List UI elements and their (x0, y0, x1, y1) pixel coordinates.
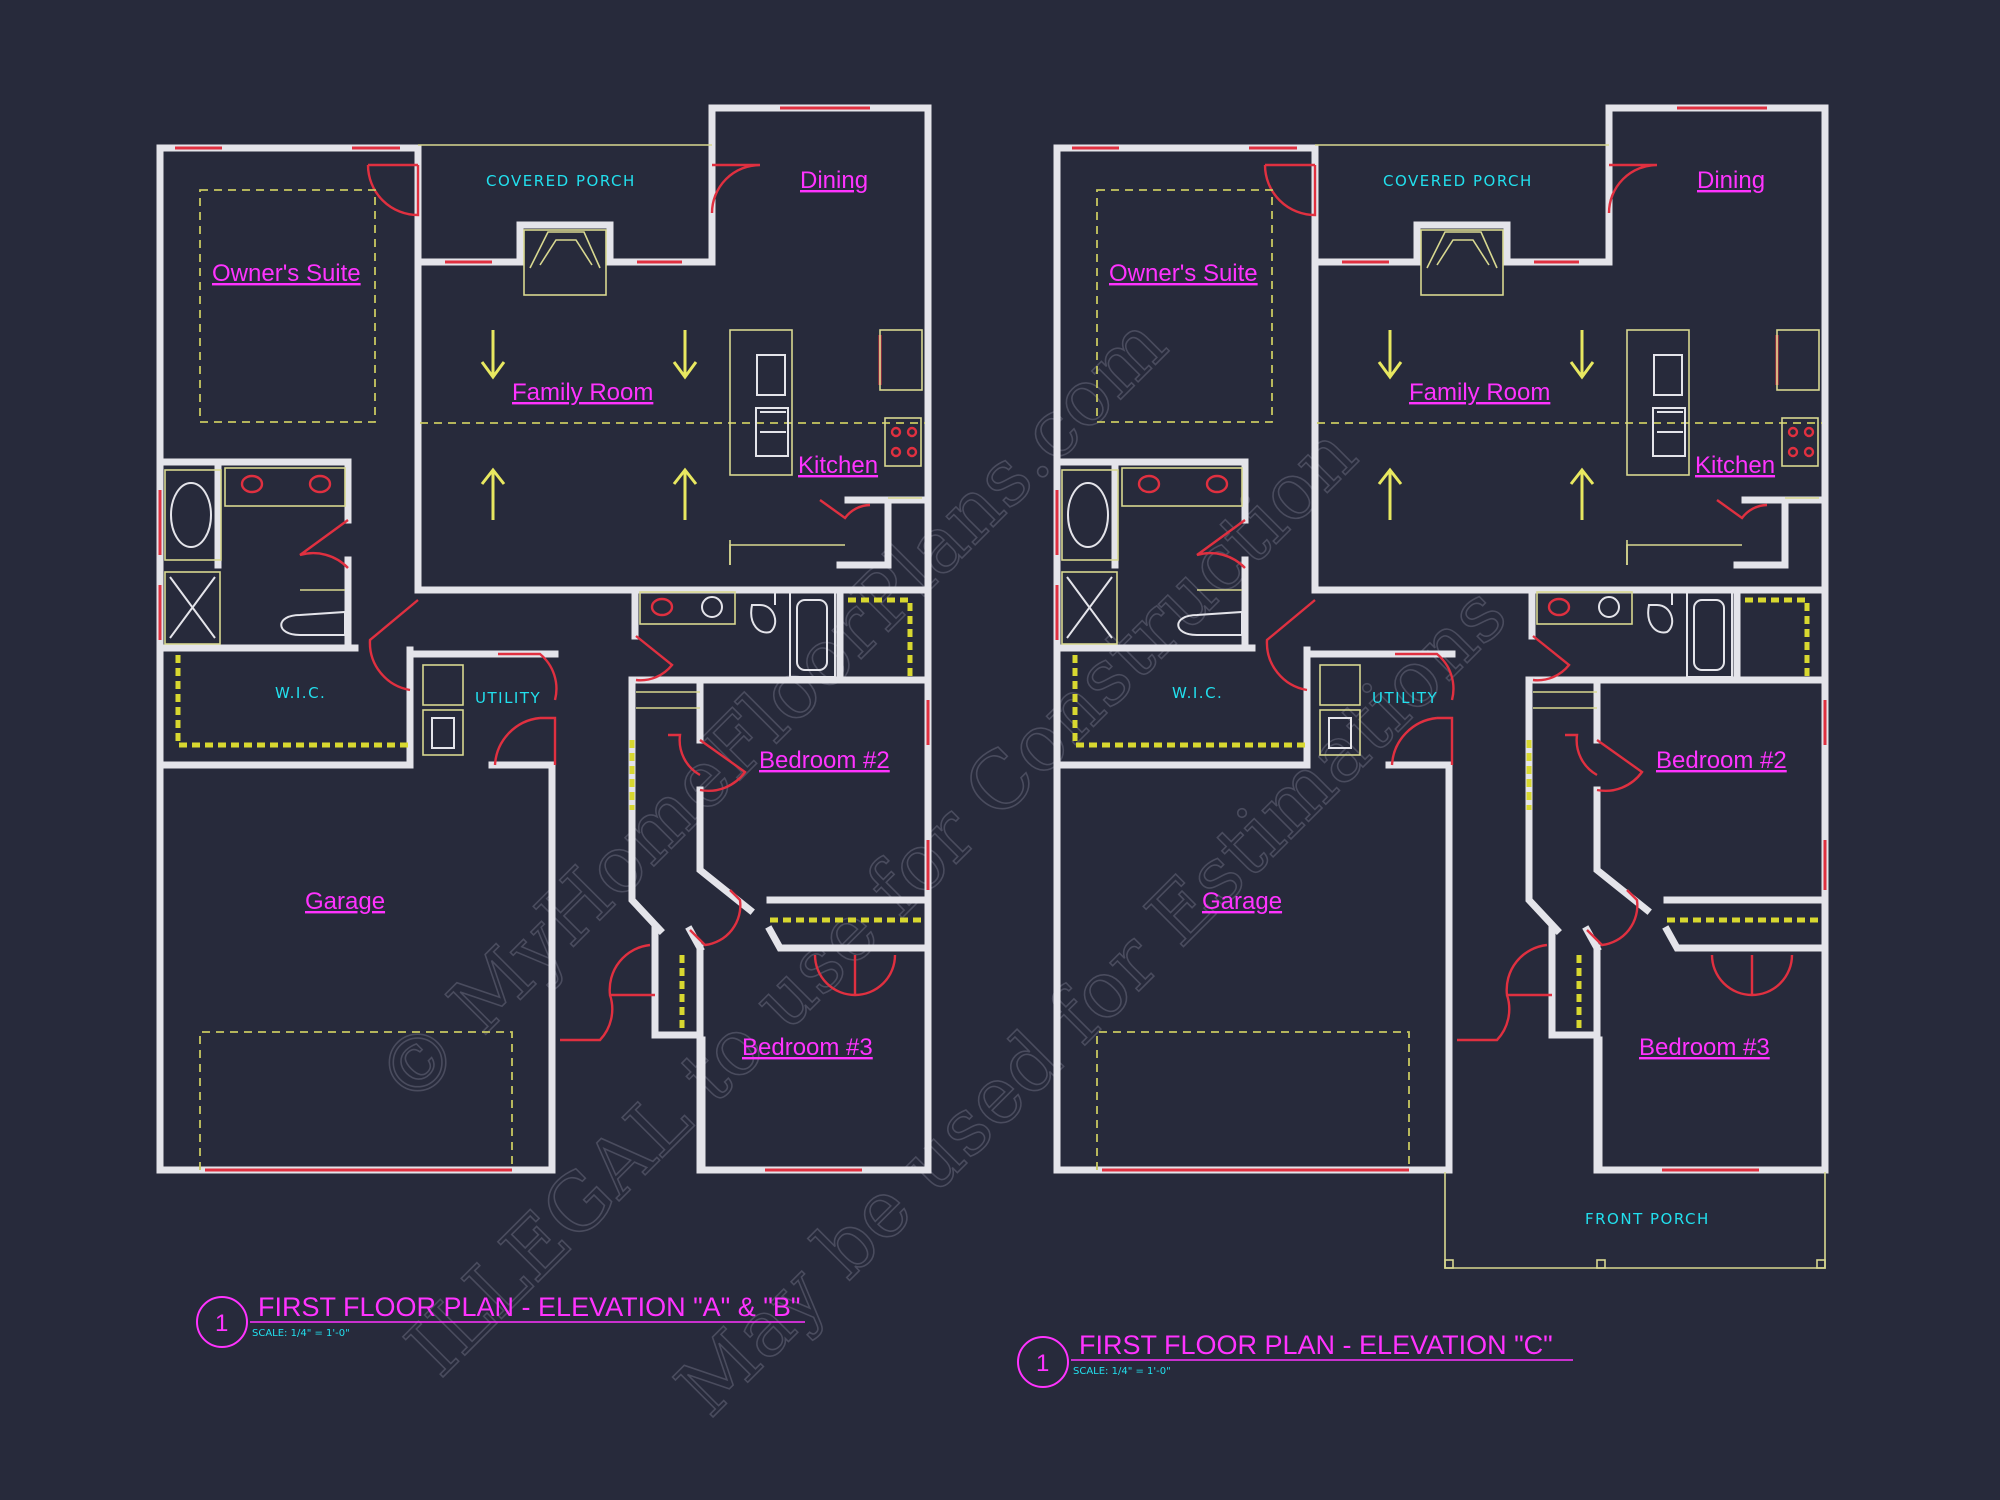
room-label-bedroom-2: Bedroom #2 (1656, 747, 1787, 774)
title-circle (196, 1296, 248, 1348)
room-label-utility: UTILITY (1372, 689, 1438, 707)
room-label-bedroom-3: Bedroom #3 (1639, 1034, 1770, 1061)
room-label-bedroom-3: Bedroom #3 (742, 1034, 873, 1061)
room-label-bedroom-2: Bedroom #2 (759, 747, 890, 774)
watermark: © MyHomeFloorPlans.com ILLEGAL to use fo… (359, 298, 1525, 1434)
porch-post (1596, 1259, 1606, 1269)
room-label-dining: Dining (1697, 167, 1765, 194)
floor-plan-elevation-ab: COVERED PORCH Dining Owner's Suite Famil… (160, 108, 928, 1348)
room-label-garage: Garage (305, 888, 385, 915)
room-label-dining: Dining (800, 167, 868, 194)
room-label-kitchen: Kitchen (798, 452, 878, 479)
room-label-kitchen: Kitchen (1695, 452, 1775, 479)
title-circle (1017, 1336, 1069, 1388)
room-label-owners-suite: Owner's Suite (212, 260, 361, 287)
room-label-front-porch: FRONT PORCH (1585, 1210, 1710, 1228)
porch-post (1816, 1259, 1826, 1269)
plan-number: 1 (1036, 1350, 1049, 1377)
plan-title-block-c: 1 FIRST FLOOR PLAN - ELEVATION "C" SCALE… (1017, 1330, 1573, 1388)
front-porch-outline (1444, 1172, 1826, 1269)
plan-title: FIRST FLOOR PLAN - ELEVATION "C" (1079, 1330, 1553, 1360)
plan-scale: SCALE: 1/4" = 1'-0" (1073, 1366, 1171, 1377)
room-label-covered-porch: COVERED PORCH (1383, 172, 1533, 190)
plan-scale: SCALE: 1/4" = 1'-0" (252, 1328, 350, 1339)
plan-title-block-ab: 1 FIRST FLOOR PLAN - ELEVATION "A" & "B"… (196, 1292, 805, 1348)
plan-title: FIRST FLOOR PLAN - ELEVATION "A" & "B" (258, 1292, 800, 1322)
room-label-family-room: Family Room (512, 379, 653, 406)
room-label-family-room: Family Room (1409, 379, 1550, 406)
room-label-wic: W.I.C. (1172, 684, 1223, 702)
room-label-wic: W.I.C. (275, 684, 326, 702)
room-label-utility: UTILITY (475, 689, 541, 707)
plan-number: 1 (215, 1310, 228, 1337)
floor-plan-elevation-c: COVERED PORCH Dining Owner's Suite Famil… (1017, 108, 1826, 1388)
room-label-covered-porch: COVERED PORCH (486, 172, 636, 190)
room-label-owners-suite: Owner's Suite (1109, 260, 1258, 287)
room-label-garage: Garage (1202, 888, 1282, 915)
porch-post (1444, 1259, 1454, 1269)
